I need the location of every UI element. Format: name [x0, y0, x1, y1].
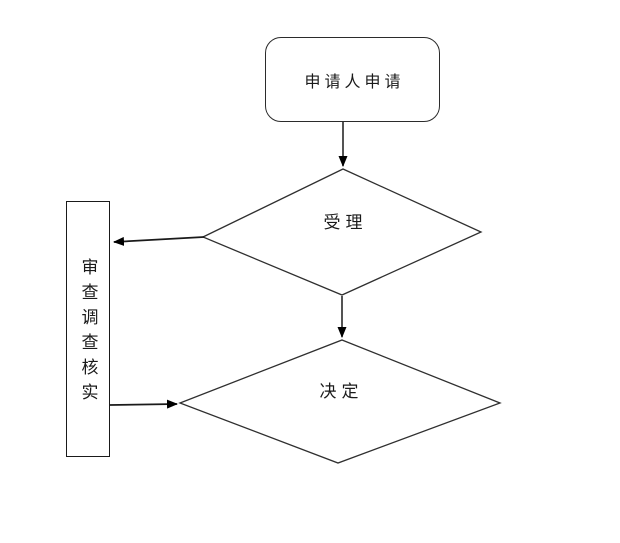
decide-node-label: 决定 [319, 382, 364, 401]
edge-accept-to-review [113, 236, 205, 246]
review-node-label: 审查调查核实 [78, 258, 98, 408]
decide-diamond-shape [178, 339, 502, 464]
review-node: 审查调查核实 [66, 201, 110, 457]
accept-node-label: 受理 [323, 213, 368, 232]
start-node: 申请人申请 [265, 37, 440, 122]
start-node-label: 申请人申请 [304, 73, 405, 91]
edge-review-to-decide [109, 399, 178, 409]
accept-diamond-shape [201, 168, 483, 296]
